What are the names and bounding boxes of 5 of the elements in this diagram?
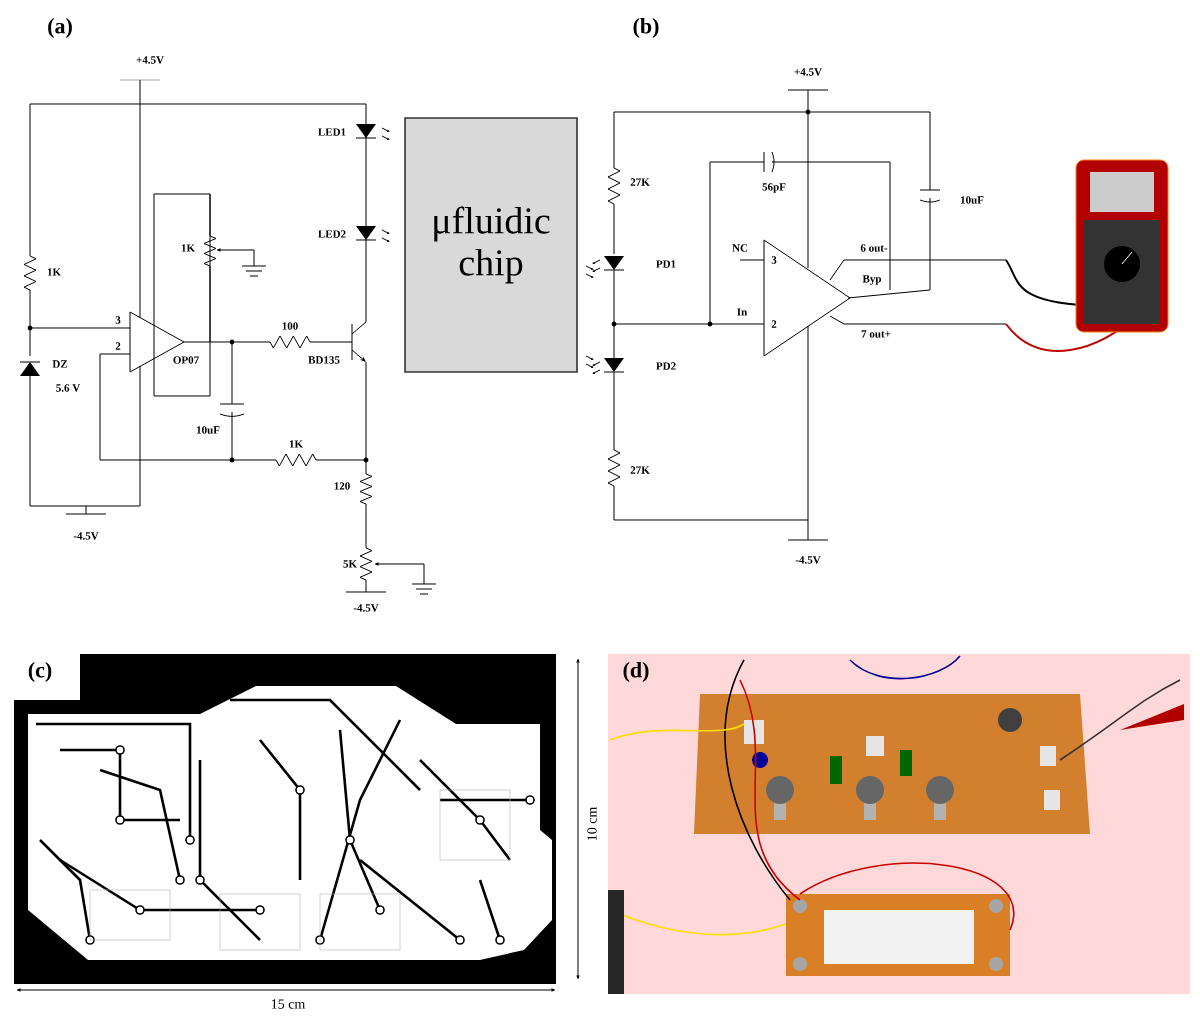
panel-label: (c) [28, 662, 52, 682]
chip-box: μfluidic chip [404, 117, 578, 373]
panel-label: (b) [633, 18, 659, 38]
panel-label: (d) [623, 662, 649, 682]
panel-label: (a) [48, 18, 72, 38]
